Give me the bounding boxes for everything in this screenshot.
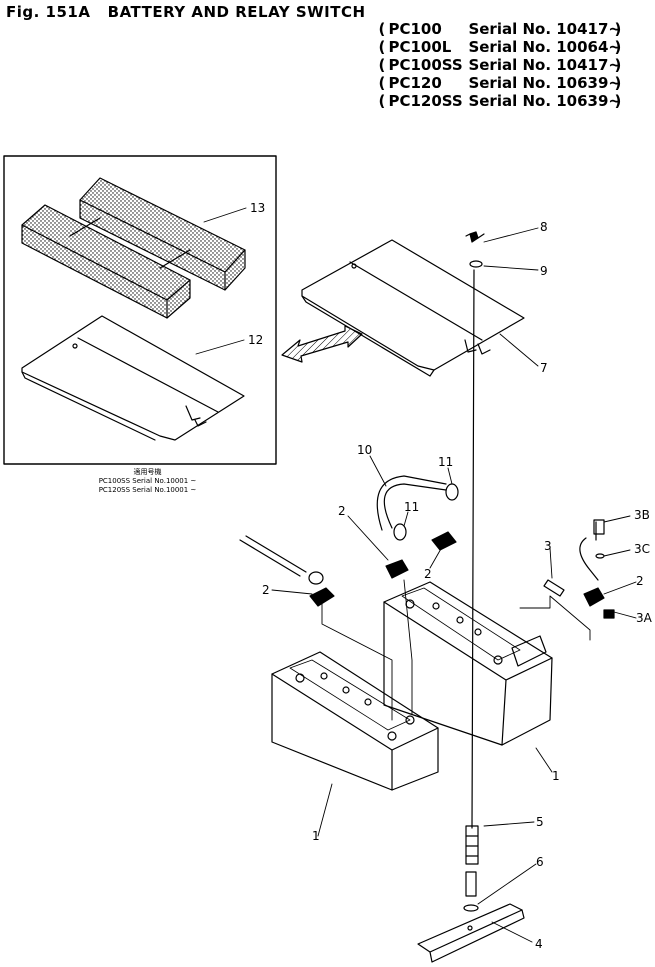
callout-11: 11 bbox=[438, 455, 453, 469]
inset-applicability-note: 適用号機 PC100SS Serial No.10001 ~ PC120SS S… bbox=[80, 468, 215, 495]
model-serial: Serial No. 10064~ bbox=[468, 38, 621, 56]
callout-9: 9 bbox=[540, 264, 548, 278]
model-name: PC120SS bbox=[388, 92, 463, 110]
callout-2: 2 bbox=[338, 504, 346, 518]
callout-1: 1 bbox=[312, 829, 320, 843]
model-open-paren: ( bbox=[378, 92, 386, 110]
transfer-arrow bbox=[281, 325, 363, 363]
model-open-paren: ( bbox=[378, 20, 386, 38]
model-row: (PC120SS Serial No. 10639~) bbox=[368, 74, 624, 110]
model-close-paren: ) bbox=[614, 56, 622, 74]
model-open-paren: ( bbox=[378, 74, 386, 92]
inset-cover bbox=[21, 315, 245, 441]
callout-3C: 3C bbox=[634, 542, 650, 556]
callout-6: 6 bbox=[536, 855, 544, 869]
callout-3B: 3B bbox=[634, 508, 650, 522]
callout-7: 7 bbox=[540, 361, 548, 375]
wiring-path bbox=[321, 579, 591, 721]
inset-note-line: PC120SS Serial No.10001 ~ bbox=[98, 486, 197, 494]
jumper-cable bbox=[376, 475, 459, 541]
stud-washer bbox=[463, 904, 479, 912]
model-close-paren: ) bbox=[614, 74, 622, 92]
inset-note-heading: 適用号機 bbox=[133, 468, 162, 476]
insulation-mat bbox=[21, 177, 246, 319]
callout-13: 13 bbox=[250, 201, 265, 215]
callout-2: 2 bbox=[636, 574, 644, 588]
model-serial: Serial No. 10639~ bbox=[468, 74, 621, 92]
callout-3A: 3A bbox=[636, 611, 653, 625]
model-row: (PC100L Serial No. 10064~) bbox=[368, 20, 624, 56]
model-name: PC100L bbox=[388, 38, 452, 56]
model-close-paren: ) bbox=[614, 20, 622, 38]
callout-1: 1 bbox=[552, 769, 560, 783]
washer bbox=[469, 260, 483, 268]
callout-10: 10 bbox=[357, 443, 372, 457]
battery-cable bbox=[239, 535, 324, 585]
battery-rod bbox=[471, 269, 475, 829]
inset-frame bbox=[3, 155, 277, 465]
callout-12: 12 bbox=[248, 333, 263, 347]
model-row: (PC100 Serial No. 10417~) bbox=[368, 2, 624, 38]
mounting-bracket bbox=[417, 903, 525, 963]
callout-2: 2 bbox=[262, 583, 270, 597]
callout-4: 4 bbox=[535, 937, 543, 951]
model-open-paren: ( bbox=[378, 38, 386, 56]
model-open-paren: ( bbox=[378, 56, 386, 74]
terminal-bolt bbox=[543, 521, 615, 619]
model-close-paren: ) bbox=[614, 38, 622, 56]
model-serial: Serial No. 10639~ bbox=[468, 92, 621, 110]
battery bbox=[271, 651, 439, 791]
inset-note-line: PC100SS Serial No.10001 ~ bbox=[98, 477, 197, 485]
model-name: PC120 bbox=[388, 74, 442, 92]
callout-2: 2 bbox=[424, 567, 432, 581]
model-serial: Serial No. 10417~ bbox=[468, 56, 621, 74]
wing-nut bbox=[465, 231, 485, 243]
callout-8: 8 bbox=[540, 220, 548, 234]
model-close-paren: ) bbox=[614, 92, 622, 110]
model-row: (PC120 Serial No. 10639~) bbox=[368, 56, 624, 92]
figure-title: Fig. 151A BATTERY AND RELAY SWITCH bbox=[6, 3, 366, 21]
model-serial: Serial No. 10417~ bbox=[468, 20, 621, 38]
ground-cable bbox=[579, 519, 605, 581]
model-row: (PC100SS Serial No. 10417~) bbox=[368, 38, 624, 74]
model-name: PC100SS bbox=[388, 56, 463, 74]
stud-bolt bbox=[465, 825, 479, 897]
callout-11: 11 bbox=[404, 500, 419, 514]
terminal-clamp bbox=[309, 531, 605, 607]
model-name: PC100 bbox=[388, 20, 442, 38]
callout-5: 5 bbox=[536, 815, 544, 829]
callout-3: 3 bbox=[544, 539, 552, 553]
leader-lines bbox=[195, 207, 637, 943]
battery-cover bbox=[301, 239, 525, 377]
